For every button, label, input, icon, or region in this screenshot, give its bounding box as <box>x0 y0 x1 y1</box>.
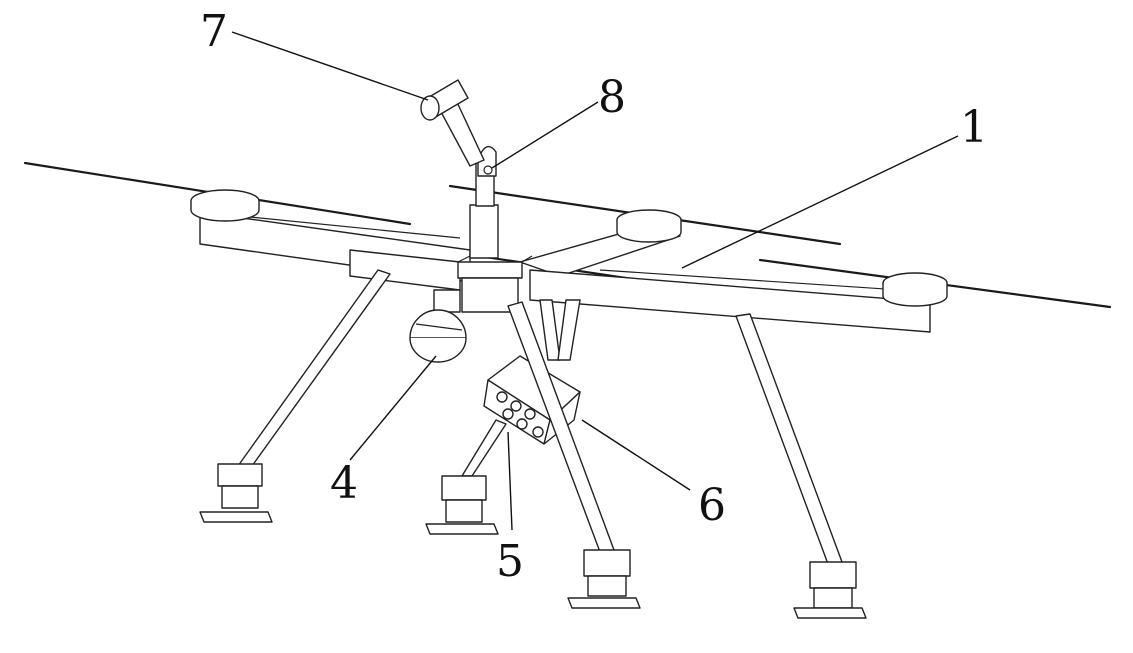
callout-1: 1 <box>960 102 988 153</box>
callout-4: 4 <box>330 458 358 509</box>
leader-7 <box>231 31 429 101</box>
leader-4 <box>349 355 437 461</box>
callout-5: 5 <box>496 536 524 587</box>
leader-lines <box>231 31 959 531</box>
central-hub <box>457 255 533 313</box>
motor-pods <box>190 189 948 307</box>
frame-arms <box>199 211 931 333</box>
leader-1 <box>681 135 959 269</box>
leader-6 <box>581 419 691 491</box>
gimbal-camera <box>409 289 467 363</box>
callout-8: 8 <box>598 72 626 123</box>
camera-mast <box>469 145 499 259</box>
landing-feet <box>199 463 867 619</box>
center-struts <box>539 299 581 361</box>
callout-7: 7 <box>200 6 228 57</box>
overhead-camera <box>420 79 485 167</box>
callout-6: 6 <box>698 480 726 531</box>
landing-legs <box>237 269 843 565</box>
leader-8 <box>491 101 599 169</box>
leader-5 <box>507 431 513 531</box>
